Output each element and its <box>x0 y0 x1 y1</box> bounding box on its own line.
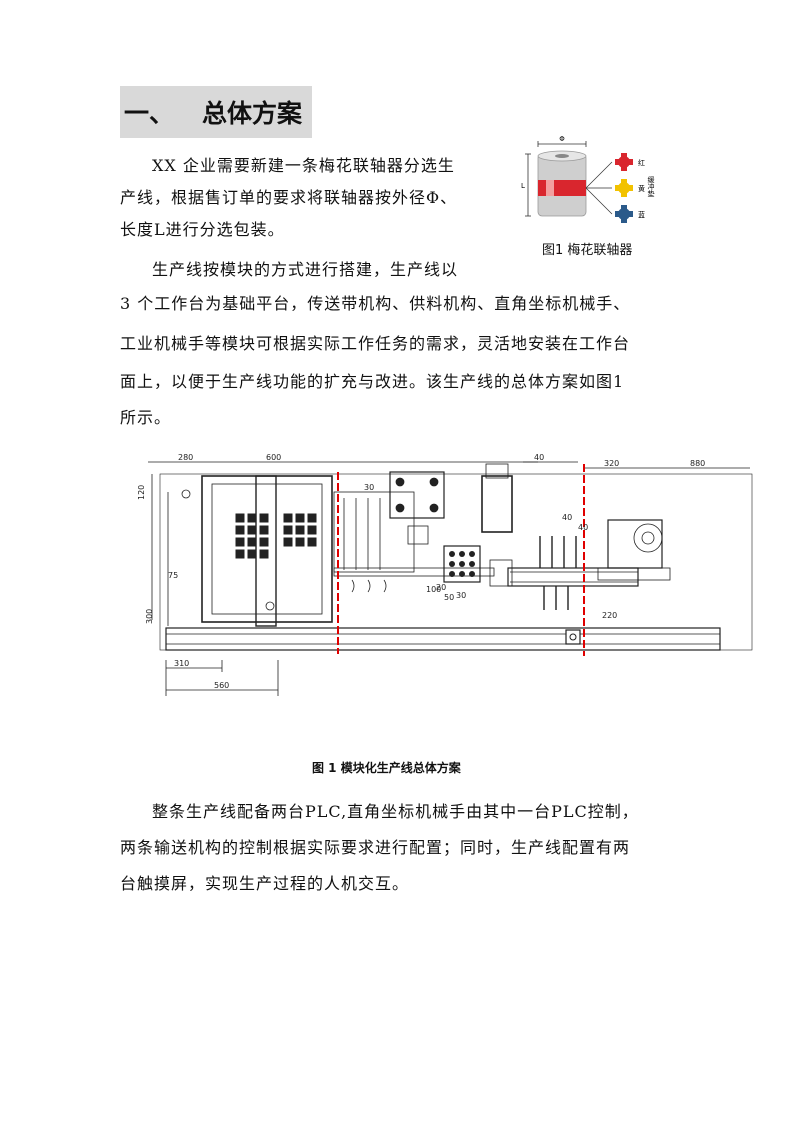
dim-phi-label: Φ <box>559 136 565 143</box>
para-intro-line-3: 长度L进行分选包装。 <box>120 220 285 239</box>
svg-text:300: 300 <box>145 609 154 624</box>
svg-text:40: 40 <box>578 523 588 532</box>
svg-text:30: 30 <box>364 483 374 492</box>
svg-text:220: 220 <box>602 611 617 620</box>
section-heading: 一、 总体方案 <box>120 86 312 138</box>
para-plc-line-3: 台触摸屏，实现生产过程的人机交互。 <box>120 874 410 893</box>
para-plc-line-2: 两条输送机构的控制根据实际要求进行配置；同时，生产线配置有两 <box>120 838 631 857</box>
svg-text:320: 320 <box>604 459 619 468</box>
svg-text:30: 30 <box>456 591 466 600</box>
svg-text:120: 120 <box>138 485 146 500</box>
para-plc-line-1: 整条生产线配备两台PLC,直角坐标机械手由其中一台PLC控制， <box>152 802 639 821</box>
blue-spider-icon <box>615 205 633 223</box>
svg-text:75: 75 <box>168 571 178 580</box>
dim-l-label: L <box>521 182 525 190</box>
label-blue: 蓝 <box>638 210 645 219</box>
svg-text:40: 40 <box>562 513 572 522</box>
para-intro-line-1: XX 企业需要新建一条梅花联轴器分选生 <box>152 156 455 175</box>
yellow-spider-icon <box>615 179 633 197</box>
para-plan-line-4: 面上，以便于生产线功能的扩充与改进。该生产线的总体方案如图1 <box>120 372 625 391</box>
svg-text:40: 40 <box>534 453 544 462</box>
para-plan-line-5: 所示。 <box>120 408 172 427</box>
coupling-figure: Φ L 红 黄 蓝 缓冲 <box>518 135 668 234</box>
svg-text:20: 20 <box>436 583 446 592</box>
para-intro-line-2: 产线，根据售订单的要求将联轴器按外径Φ、 <box>120 188 458 207</box>
section-number: 一、 <box>124 99 175 128</box>
section-title: 总体方案 <box>202 99 303 128</box>
svg-text:310: 310 <box>174 659 189 668</box>
svg-text:880: 880 <box>690 459 705 468</box>
svg-text:50: 50 <box>444 593 454 602</box>
svg-text:600: 600 <box>266 453 281 462</box>
red-spider-icon <box>615 153 633 171</box>
para-plan-line-3: 工业机械手等模块可根据实际工作任务的需求，灵活地安装在工作台 <box>120 334 631 353</box>
figure2-caption: 图 1 模块化生产线总体方案 <box>312 761 461 775</box>
svg-text:560: 560 <box>214 681 229 690</box>
production-line-plan-drawing: 280 600 120 30 40 320 880 40 40 20 30 31… <box>137 450 758 702</box>
figure1-caption: 图1 梅花联轴器 <box>542 243 633 258</box>
para-plan-line-2: 3 个工作台为基础平台，传送带机构、供料机构、直角坐标机械手、 <box>120 294 631 313</box>
label-buffer: 缓冲垫 <box>647 175 655 197</box>
svg-text:100: 100 <box>426 585 441 594</box>
svg-text:280: 280 <box>178 453 193 462</box>
label-red: 红 <box>638 158 645 167</box>
para-plan-line-1: 生产线按模块的方式进行搭建，生产线以 <box>152 260 459 279</box>
label-yellow: 黄 <box>638 184 645 193</box>
